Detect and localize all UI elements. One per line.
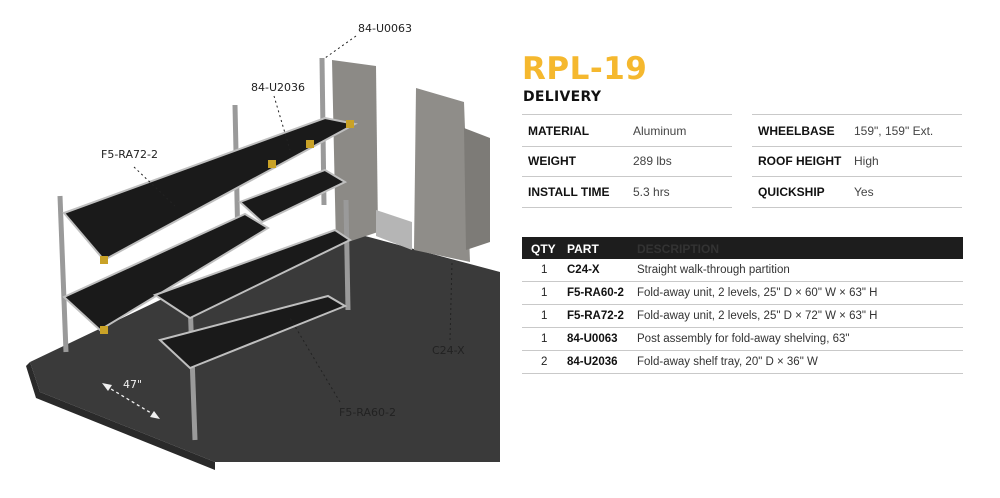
van-floor: [30, 232, 500, 462]
header-part: PART: [567, 242, 599, 256]
spec-label: MATERIAL: [528, 124, 590, 138]
row-part: 84-U2036: [567, 356, 618, 368]
partition-panel-left: [332, 60, 378, 246]
row-qty: 1: [541, 333, 548, 345]
spec-value: 5.3 hrs: [633, 185, 670, 199]
row-qty: 1: [541, 310, 548, 322]
row-description: Fold-away shelf tray, 20" D × 36" W: [637, 356, 818, 368]
spec-value: 289 lbs: [633, 154, 672, 168]
row-description: Fold-away unit, 2 levels, 25" D × 72" W …: [637, 310, 878, 322]
product-application: DELIVERY: [523, 89, 602, 105]
callout-unit-60: F5-RA60-2: [339, 406, 396, 419]
dimension-label: 47": [123, 378, 143, 391]
spec-row-wheelbase: WHEELBASE 159", 159" Ext.: [752, 114, 962, 147]
row-qty: 1: [541, 264, 548, 276]
spec-label: QUICKSHIP: [758, 185, 825, 199]
header-description: DESCRIPTION: [637, 242, 720, 256]
row-qty: 2: [541, 356, 548, 368]
row-qty: 1: [541, 287, 548, 299]
table-row: 1 84-U0063 Post assembly for fold-away s…: [522, 328, 963, 351]
parts-table: QTY PART DESCRIPTION 1 C24-X Straight wa…: [522, 237, 963, 374]
spec-value: Aluminum: [633, 124, 687, 138]
spec-label: WHEELBASE: [758, 124, 835, 138]
spec-row-quickship: QUICKSHIP Yes: [752, 176, 962, 208]
row-description: Fold-away unit, 2 levels, 25" D × 60" W …: [637, 287, 878, 299]
row-description: Straight walk-through partition: [637, 264, 790, 276]
table-row: 1 C24-X Straight walk-through partition: [522, 259, 963, 282]
header-qty: QTY: [531, 242, 556, 256]
van-shelving-illustration: 84-U0063 84-U2036 F5-RA72-2 C24-X F5-RA6…: [0, 0, 500, 493]
spec-label: WEIGHT: [528, 154, 576, 168]
callout-unit-72: F5-RA72-2: [101, 148, 158, 161]
product-title: RPL-19: [522, 51, 648, 87]
spec-value: High: [854, 154, 879, 168]
callout-post-assembly: 84-U0063: [358, 22, 413, 35]
callout-partition: C24-X: [432, 344, 465, 357]
spec-row-weight: WEIGHT 289 lbs: [522, 145, 732, 177]
spec-label: INSTALL TIME: [528, 185, 610, 199]
table-row: 1 F5-RA72-2 Fold-away unit, 2 levels, 25…: [522, 305, 963, 328]
shelf-72-lower: [62, 212, 270, 332]
shelf-60-upper-back: [238, 168, 348, 224]
row-description: Post assembly for fold-away shelving, 63…: [637, 333, 850, 345]
shelf-60-mid: [152, 228, 353, 320]
parts-table-header: QTY PART DESCRIPTION: [522, 237, 963, 259]
spec-label: ROOF HEIGHT: [758, 154, 842, 168]
shelving-render: [26, 35, 500, 470]
row-part: 84-U0063: [567, 333, 618, 345]
spec-value: 159", 159" Ext.: [854, 124, 934, 138]
row-part: F5-RA60-2: [567, 287, 624, 299]
row-part: F5-RA72-2: [567, 310, 624, 322]
spec-row-roof-height: ROOF HEIGHT High: [752, 145, 962, 177]
spec-row-install-time: INSTALL TIME 5.3 hrs: [522, 176, 732, 208]
shelf-60-lower: [157, 294, 348, 370]
table-row: 2 84-U2036 Fold-away shelf tray, 20" D ×…: [522, 351, 963, 374]
callout-shelf-tray: 84-U2036: [251, 81, 306, 94]
row-part: C24-X: [567, 264, 600, 276]
shelf-72-upper: [62, 116, 358, 262]
table-row: 1 F5-RA60-2 Fold-away unit, 2 levels, 25…: [522, 282, 963, 305]
spec-value: Yes: [854, 185, 874, 199]
spec-row-material: MATERIAL Aluminum: [522, 114, 732, 147]
partition-panel-right: [414, 88, 470, 262]
